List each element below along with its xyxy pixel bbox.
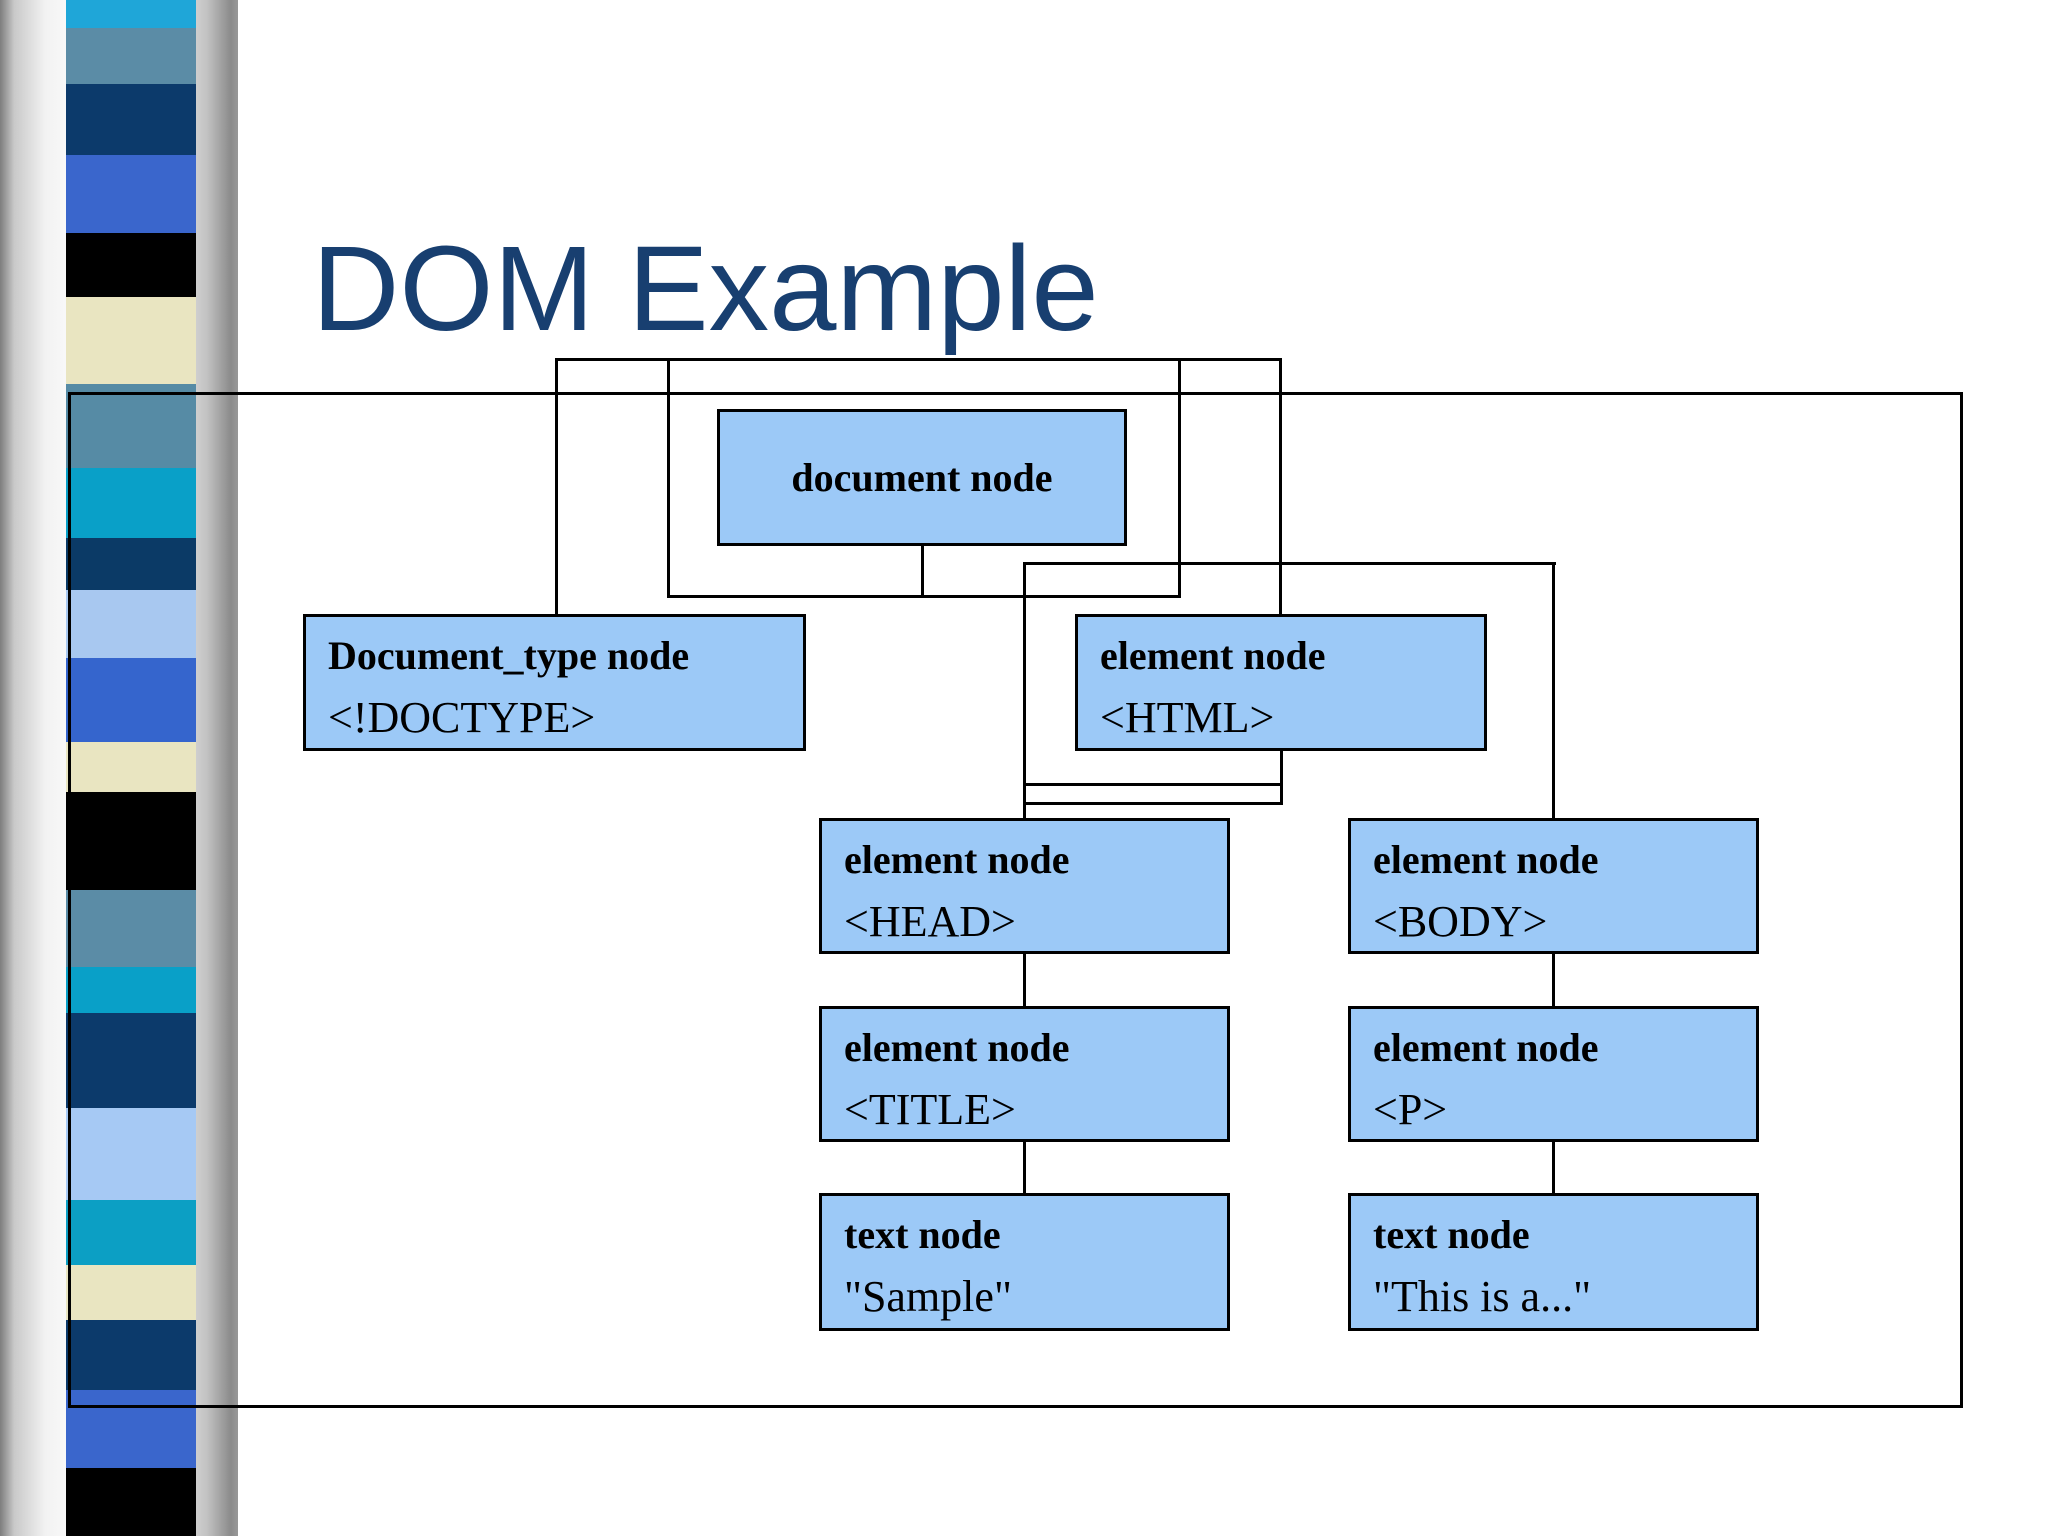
connector-line [1280,751,1283,805]
connector-line [1552,562,1555,818]
ribbon-stripe-steel [66,890,196,967]
connector-line [1024,802,1282,805]
node-value: "Sample" [844,1272,1012,1321]
node-label: document node [791,455,1053,500]
node-value: <!DOCTYPE> [328,693,596,742]
node-doctype: Document_type node <!DOCTYPE> [303,614,806,751]
node-value: <HTML> [1100,693,1275,742]
ribbon-stripe-cream [66,297,196,384]
connector-line [555,358,1282,361]
node-text-sample: text node "Sample" [819,1193,1230,1331]
connector-line [921,546,924,598]
ribbon-stripe-royal [66,1390,196,1468]
connector-line [1279,358,1282,614]
node-text-this-is-a: text node "This is a..." [1348,1193,1759,1331]
node-head: element node <HEAD> [819,818,1230,954]
node-label: text node [1373,1212,1530,1257]
connector-line [1023,1142,1026,1193]
node-label: text node [844,1212,1001,1257]
connector-line [1024,562,1556,565]
node-p-element: element node <P> [1348,1006,1759,1142]
node-label: element node [1100,633,1326,678]
sidebar-gradient [0,0,238,1536]
ribbon-stripe-cream [66,742,196,792]
ribbon-stripe-navy [66,538,196,590]
connector-line [1552,1142,1555,1193]
node-document: document node [717,409,1127,546]
node-label: element node [844,1025,1070,1070]
ribbon-stripe-steel [66,28,196,84]
node-label: element node [844,837,1070,882]
ribbon-stripe-steel [66,384,196,468]
ribbon-stripe-cream [66,1265,196,1320]
connector-line [1024,783,1282,786]
diagram-outer-frame [68,392,1963,1408]
node-value: <TITLE> [844,1085,1016,1134]
ribbon-stripe-cyan [66,468,196,538]
node-label: element node [1373,1025,1599,1070]
ribbon-stripe-cyan [66,1200,196,1265]
ribbon-stripe-navy [66,1320,196,1390]
ribbon-stripe-cyan [66,967,196,1013]
connector-line [1023,562,1026,818]
node-value: "This is a..." [1373,1272,1592,1321]
ribbon-stripe-black [66,233,196,297]
ribbon-stripe-black [66,792,196,890]
page-title: DOM Example [312,220,1099,356]
ribbon-stripe-black [66,1468,196,1536]
node-value: <BODY> [1373,897,1548,946]
connector-line [555,358,558,614]
node-value: <HEAD> [844,897,1016,946]
ribbon-stripe-sky [66,590,196,658]
connector-line [1552,954,1555,1006]
ribbon-stripe-sky [66,1108,196,1200]
ribbon-stripe-navy [66,84,196,155]
ribbon-stripe-cyan [66,0,196,28]
node-value: <P> [1373,1085,1448,1134]
node-body: element node <BODY> [1348,818,1759,954]
ribbon-stripe-navy [66,1013,196,1108]
node-label: element node [1373,837,1599,882]
connector-line [667,358,670,598]
node-title-element: element node <TITLE> [819,1006,1230,1142]
node-html: element node <HTML> [1075,614,1487,751]
ribbon-stripe-royal [66,155,196,233]
connector-line [667,595,1181,598]
connector-line [1023,954,1026,1006]
ribbon-stripe-royal [66,658,196,742]
connector-line [1178,358,1181,598]
sidebar-ribbon [66,0,196,1536]
node-label: Document_type node [328,633,690,678]
